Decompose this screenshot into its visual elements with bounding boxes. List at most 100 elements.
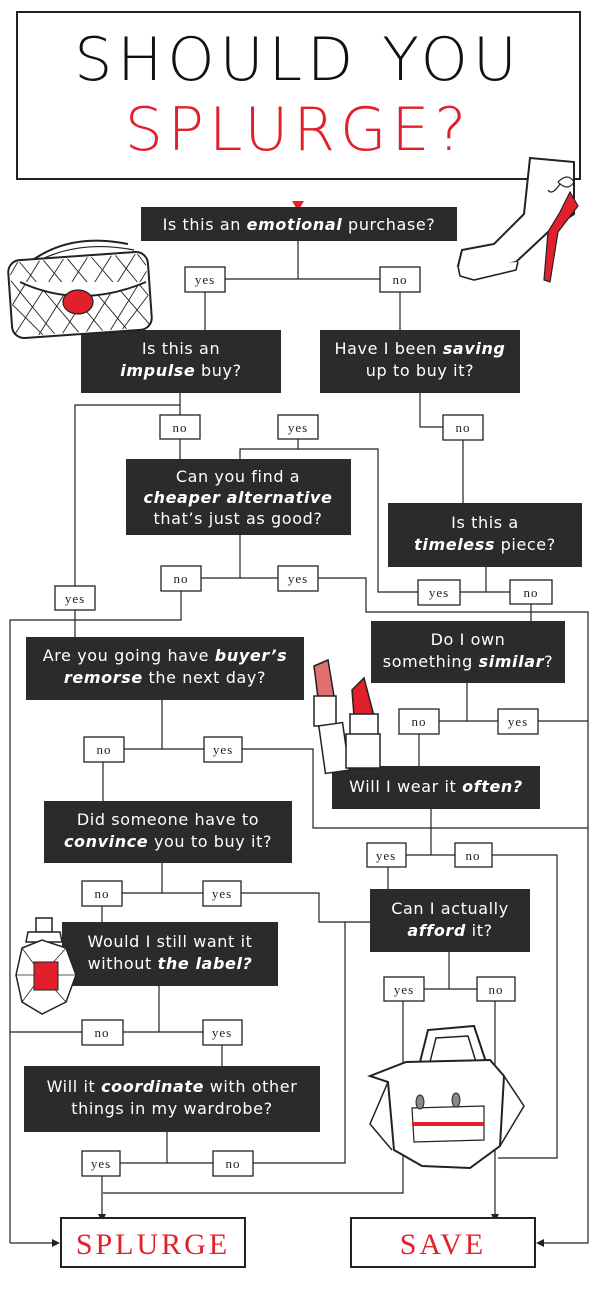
question-impulse-buy: Is this an impulse buy? — [81, 330, 281, 393]
question-text: cheaper alternative — [144, 488, 333, 507]
question-text-emphasis: remorse — [64, 668, 143, 687]
connector-lines — [9, 241, 589, 1247]
question-saving-up: Have I been saving up to buy it? — [320, 330, 520, 393]
svg-text:no: no — [226, 1156, 241, 1171]
label-yes: yes — [497, 708, 539, 735]
svg-text:yes: yes — [288, 571, 308, 586]
question-coordinate: Will it coordinate with other things in … — [24, 1066, 320, 1132]
question-text: afford it? — [407, 921, 492, 940]
label-yes: yes — [54, 585, 96, 611]
question-text-part: you to buy it? — [148, 832, 272, 851]
question-text-part: Have I been — [335, 339, 443, 358]
question-text-part: up to buy it? — [366, 361, 474, 380]
question-text: that’s just as good? — [154, 509, 323, 528]
title-line1: SHOULD YOU — [74, 25, 522, 95]
label-yes: yes — [277, 414, 319, 440]
question-text: Can I actually — [391, 899, 509, 918]
question-text-part: with other — [204, 1077, 297, 1096]
question-wear-often: Will I wear it often? — [332, 766, 540, 809]
label-no: no — [454, 842, 493, 868]
label-no: no — [509, 579, 553, 605]
question-text-emphasis: emotional — [247, 215, 343, 234]
question-text-part: Can you find a — [176, 467, 300, 486]
question-text: things in my wardrobe? — [71, 1099, 272, 1118]
question-boxes: Is this an emotional purchase? Is this a… — [24, 207, 582, 1132]
question-cheaper-alternative: Can you find a cheaper alternative that’… — [126, 459, 351, 535]
question-text: up to buy it? — [366, 361, 474, 380]
perfume-bottle-icon — [15, 917, 77, 1015]
svg-text:no: no — [412, 714, 427, 729]
question-text-part: Will it — [47, 1077, 102, 1096]
question-text-part: Do I own — [431, 630, 506, 649]
label-no: no — [212, 1150, 254, 1177]
svg-text:yes: yes — [91, 1156, 111, 1171]
question-text-part: something — [383, 652, 479, 671]
title-box: SHOULD YOU SPLURGE? — [16, 11, 581, 180]
question-without-label: Would I still want it without the label? — [62, 922, 278, 986]
result-splurge: SPLURGE — [60, 1217, 246, 1268]
question-text-part: Can I actually — [391, 899, 509, 918]
question-text: Do I own — [431, 630, 506, 649]
result-save: SAVE — [350, 1217, 536, 1268]
svg-text:yes: yes — [376, 848, 396, 863]
label-no: no — [160, 565, 202, 592]
question-text-part: it? — [466, 921, 493, 940]
svg-text:yes: yes — [429, 585, 449, 600]
quilted-handbag-icon — [7, 239, 153, 339]
question-text: Would I still want it — [87, 932, 252, 951]
question-convince: Did someone have to convince you to buy … — [44, 801, 292, 863]
label-no: no — [159, 414, 201, 440]
label-yes: yes — [277, 565, 319, 592]
label-no: no — [83, 736, 125, 763]
label-no: no — [81, 1019, 124, 1046]
question-text: convince you to buy it? — [64, 832, 272, 851]
svg-text:yes: yes — [394, 982, 414, 997]
start-marker-icon — [292, 201, 304, 211]
svg-text:no: no — [393, 272, 408, 287]
label-yes: yes — [203, 736, 243, 763]
label-no: no — [379, 266, 421, 293]
label-no: no — [476, 976, 516, 1002]
question-text-part: Did someone have to — [77, 810, 259, 829]
question-text-emphasis: buyer’s — [215, 646, 288, 665]
question-text: Is this an — [142, 339, 220, 358]
question-text-part: that’s just as good? — [154, 509, 323, 528]
question-text-emphasis: cheaper alternative — [144, 488, 333, 507]
question-text-part: Is this an — [142, 339, 220, 358]
svg-text:yes: yes — [65, 591, 85, 606]
answer-labels: yes no no yes no no yes yes yes no no ye… — [54, 266, 553, 1177]
question-text-emphasis: impulse — [120, 361, 195, 380]
question-text-emphasis: saving — [443, 339, 506, 358]
red-sole-boot-icon — [456, 156, 579, 283]
svg-text:no: no — [466, 848, 481, 863]
label-yes: yes — [184, 266, 226, 293]
svg-text:no: no — [97, 742, 112, 757]
label-no: no — [442, 414, 484, 441]
svg-text:yes: yes — [212, 886, 232, 901]
question-text: without the label? — [88, 954, 253, 973]
svg-text:SPLURGE: SPLURGE — [76, 1228, 230, 1261]
question-text-part: Is this a — [451, 513, 519, 532]
question-text-emphasis: often? — [462, 777, 523, 796]
question-text-part: purchase? — [342, 215, 435, 234]
question-text-emphasis: coordinate — [101, 1077, 204, 1096]
svg-text:no: no — [524, 585, 539, 600]
svg-text:no: no — [95, 886, 110, 901]
question-emotional-purchase: Is this an emotional purchase? — [141, 207, 457, 241]
question-timeless-piece: Is this a timeless piece? — [388, 503, 582, 567]
question-text-part: buy? — [195, 361, 241, 380]
label-no: no — [81, 880, 123, 907]
label-yes: yes — [417, 579, 461, 606]
tote-bag-icon — [367, 1024, 525, 1170]
svg-text:yes: yes — [508, 714, 528, 729]
question-text: something similar? — [383, 652, 553, 671]
question-text-emphasis: convince — [64, 832, 148, 851]
question-text-emphasis: similar — [479, 652, 545, 671]
label-yes: yes — [383, 976, 425, 1002]
svg-text:no: no — [456, 420, 471, 435]
question-text-part: Are you going have — [43, 646, 215, 665]
svg-text:SAVE: SAVE — [400, 1228, 486, 1261]
question-text-emphasis: afford — [407, 921, 466, 940]
question-text-part: Will I wear it — [349, 777, 462, 796]
question-text: remorse the next day? — [64, 668, 266, 687]
